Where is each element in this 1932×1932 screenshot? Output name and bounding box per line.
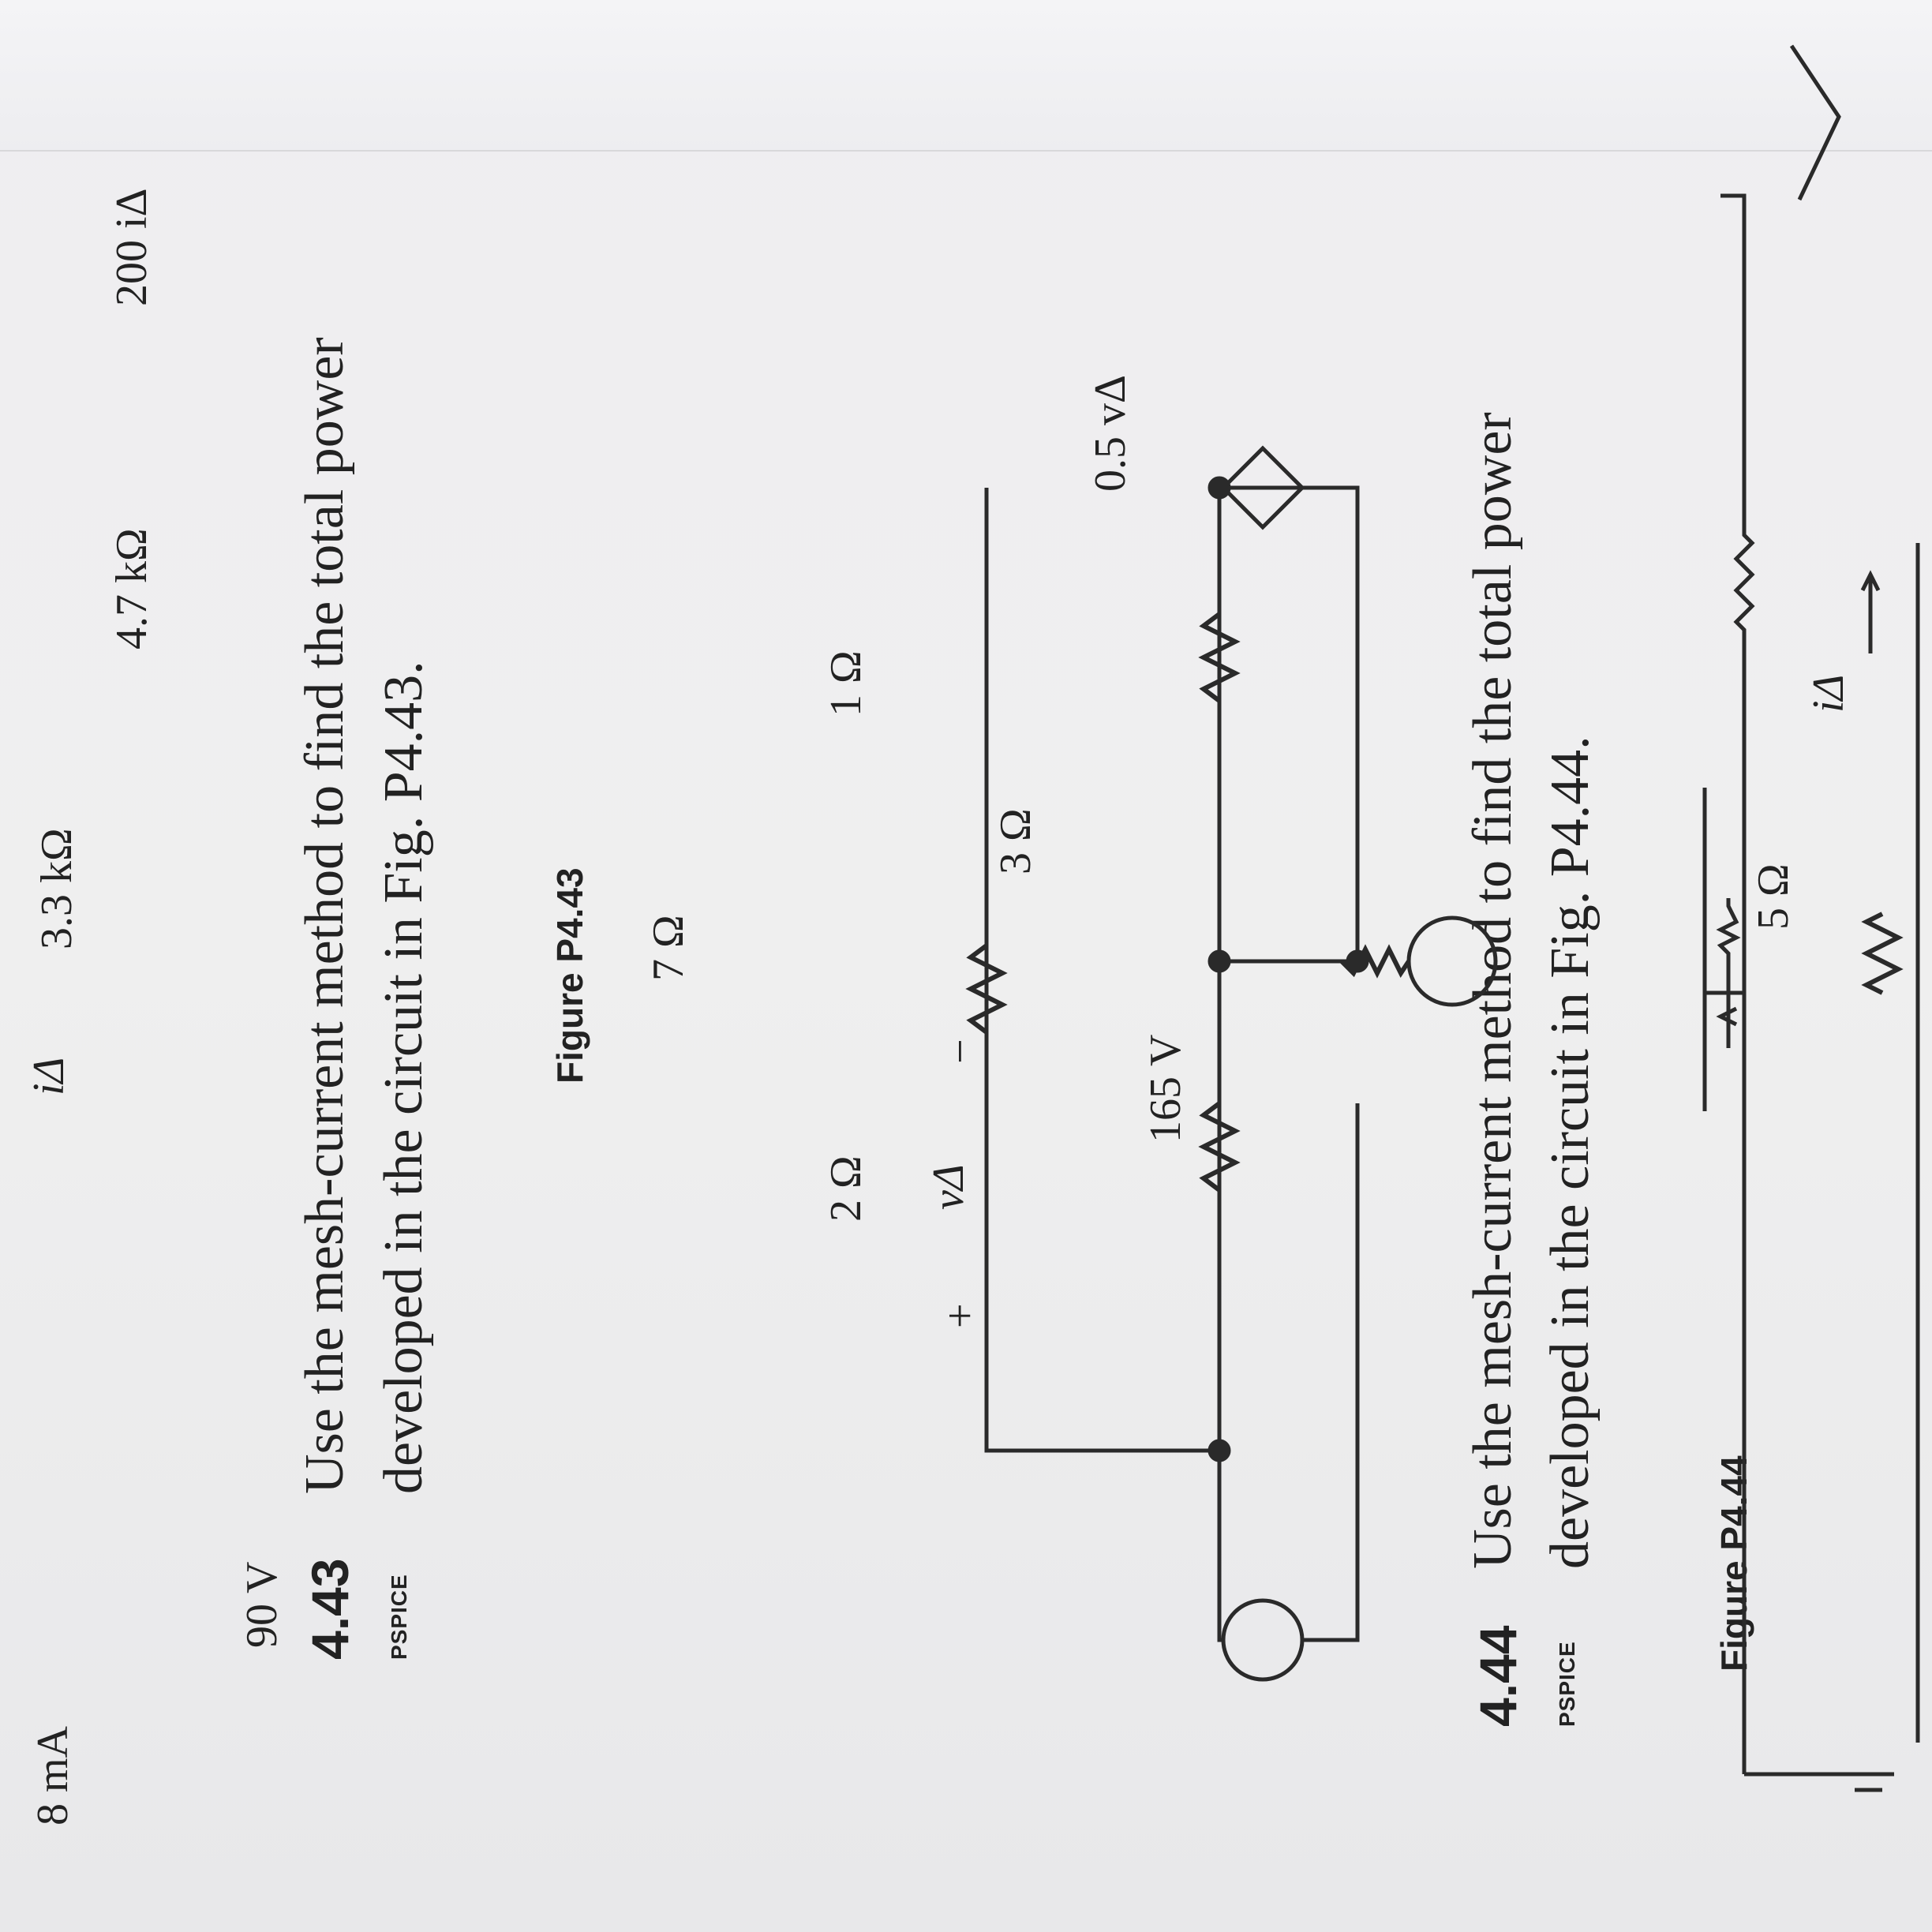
resistor-7ohm-symbol	[965, 943, 1008, 1035]
node-dot	[1208, 949, 1231, 973]
page-top-background	[0, 0, 1932, 152]
resistor-1ohm-symbol	[1198, 612, 1241, 703]
top-fragment-circuit	[1702, 44, 1894, 1792]
source-90v-symbol	[1221, 1598, 1305, 1682]
resistor-2ohm-symbol	[1198, 1101, 1241, 1193]
figure-p443-circuit	[965, 445, 1498, 1682]
node-dot	[1208, 1439, 1231, 1462]
node-dot	[1208, 476, 1231, 500]
figure-p444-circuit	[1860, 543, 1920, 1743]
source-165v-symbol	[1406, 915, 1498, 1007]
resistor-3ohm-symbol	[1339, 944, 1411, 979]
node-dot	[1346, 949, 1369, 973]
